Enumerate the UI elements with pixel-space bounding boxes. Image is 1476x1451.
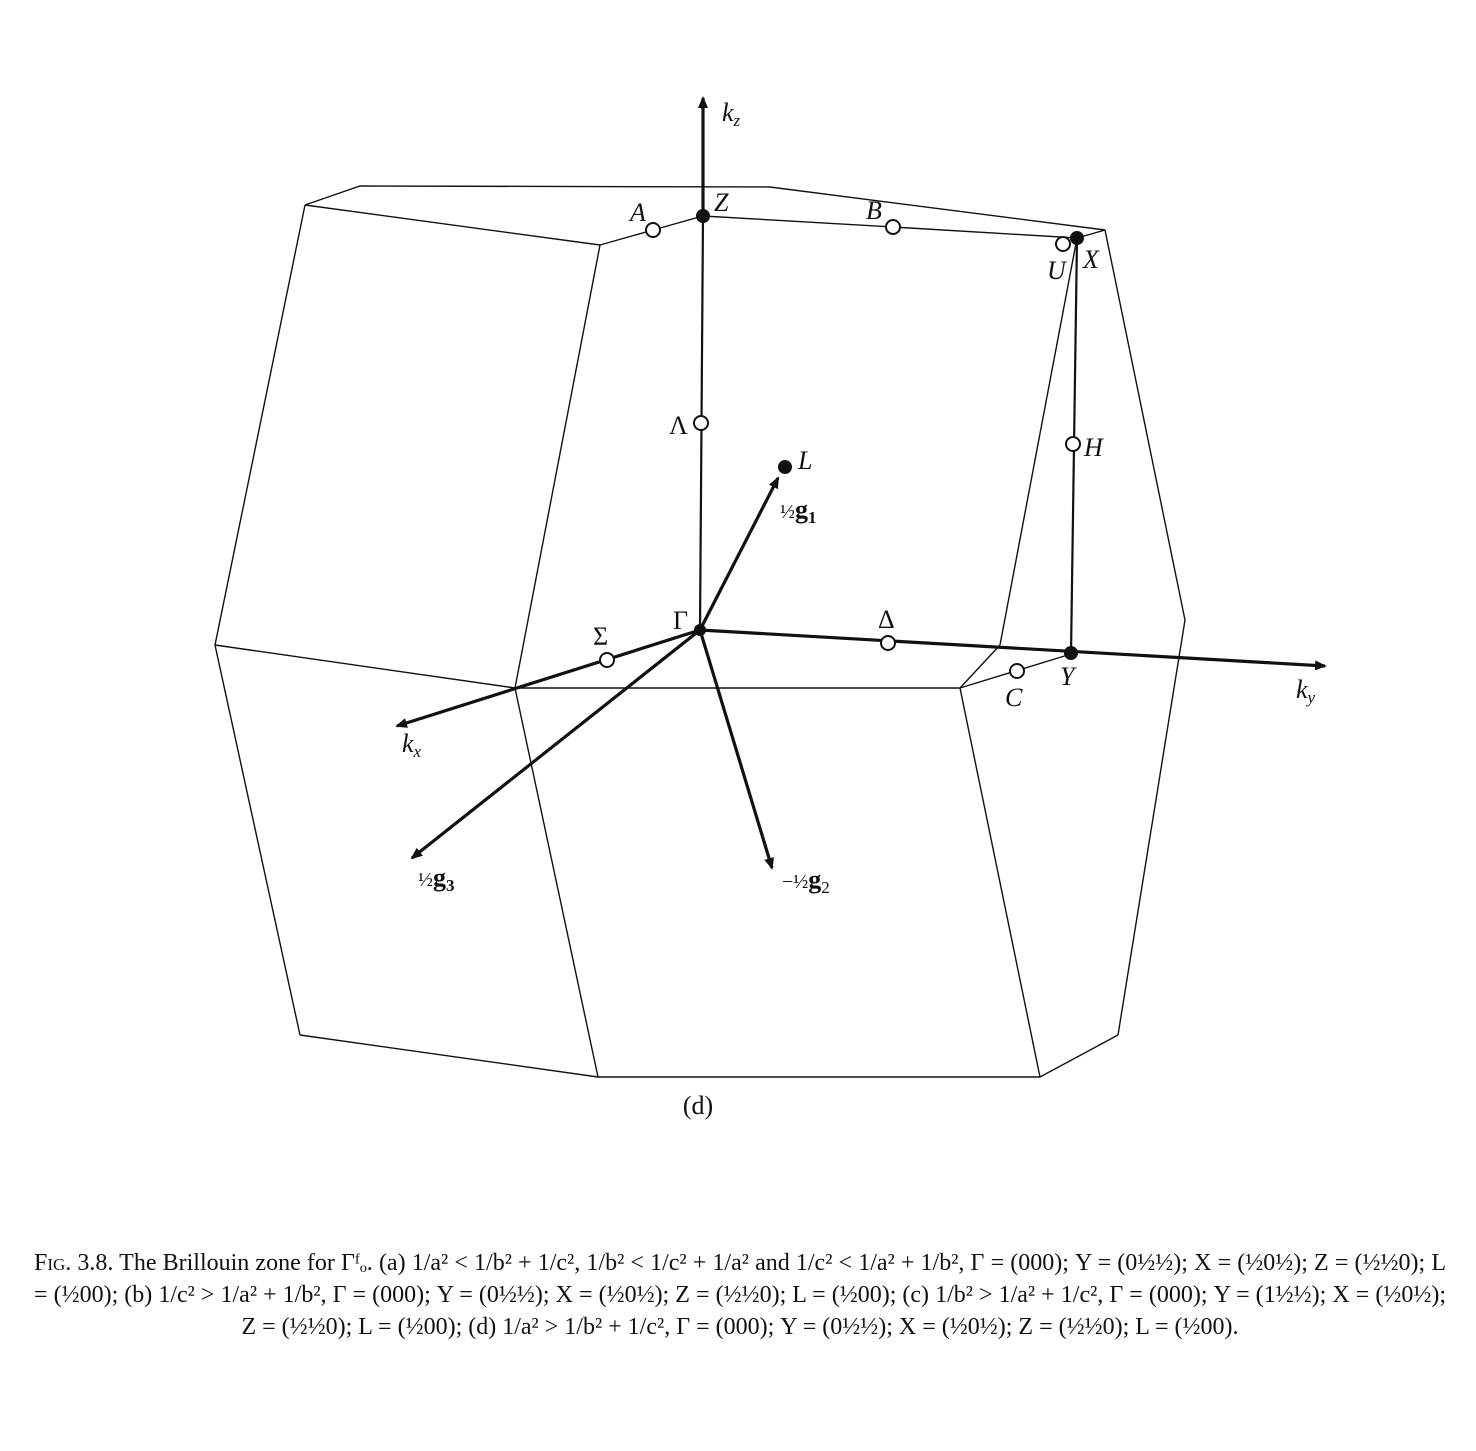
ky-label: ky <box>1296 675 1316 707</box>
top-back-edge <box>304 185 1106 231</box>
sigma-label: Σ <box>593 622 608 651</box>
l-label: L <box>797 446 812 475</box>
open-points <box>599 219 1081 679</box>
right-upper-edge <box>1104 229 1186 621</box>
point-sigma <box>599 652 615 668</box>
a-label: A <box>628 198 646 227</box>
c-label: C <box>1005 683 1023 712</box>
b-label: B <box>866 196 882 225</box>
figure-caption: Fig. 3.8. The Brillouin zone for Γᶠₒ. (a… <box>34 1247 1446 1343</box>
h-label: H <box>1083 433 1104 462</box>
caption-text: The Brillouin zone for Γᶠₒ. (a) 1/a² < 1… <box>34 1250 1446 1340</box>
point-b <box>885 219 901 235</box>
x-label: X <box>1082 245 1100 274</box>
z-label: Z <box>714 188 729 217</box>
top-left-front-edge <box>304 204 601 246</box>
front-right-mid-edge <box>959 644 1001 689</box>
point-c <box>1009 663 1025 679</box>
zone-edges <box>214 185 1186 1078</box>
minus-half-g2-label: −½g2 <box>782 865 830 897</box>
gamma-label: Γ <box>673 606 688 635</box>
panel-label: (d) <box>683 1091 713 1120</box>
point-z <box>696 209 710 223</box>
axes <box>395 96 1327 870</box>
point-l <box>778 460 792 474</box>
delta-label: Δ <box>878 605 895 634</box>
point-delta <box>880 635 896 651</box>
point-lambda <box>693 415 709 431</box>
point-x <box>1070 231 1084 245</box>
point-y <box>1064 646 1078 660</box>
y-label: Y <box>1060 662 1077 691</box>
middle-left-edge <box>214 644 516 689</box>
front-left-upper-edge <box>514 244 601 689</box>
lambda-label: Λ <box>669 411 688 440</box>
kx-label: kx <box>402 729 422 761</box>
half-g3-label: ½g3 <box>418 863 455 895</box>
point-h <box>1065 436 1081 452</box>
bottom-left-edge <box>299 1034 599 1078</box>
symmetry-lines <box>698 215 1079 655</box>
left-upper-edge <box>214 204 306 646</box>
point-u <box>1055 236 1071 252</box>
half-g3-vector <box>410 628 701 860</box>
filled-points <box>694 209 1084 660</box>
kz-label: kz <box>722 98 741 130</box>
half-g1-label: ½g1 <box>780 495 817 527</box>
half-g1-vector <box>698 476 780 631</box>
front-right-upper-edge <box>999 237 1078 646</box>
minus-half-g2-vector <box>698 629 774 870</box>
figure-number: Fig. 3.8. <box>34 1250 114 1276</box>
u-label: U <box>1047 256 1068 285</box>
right-lower-edge <box>1117 619 1186 1036</box>
front-right-lower-edge <box>959 687 1041 1078</box>
bottom-right-edge <box>1039 1034 1119 1078</box>
ky-axis <box>699 628 1327 671</box>
kx-axis <box>395 628 701 728</box>
front-left-lower-edge <box>514 687 599 1078</box>
point-gamma <box>694 624 706 636</box>
brillouin-zone-diagram: kz ky kx ½g1 ½g3 −½g2 Γ Z X Y L A B U H … <box>214 96 1327 1120</box>
point-a <box>645 222 661 238</box>
left-lower-edge <box>214 644 301 1036</box>
